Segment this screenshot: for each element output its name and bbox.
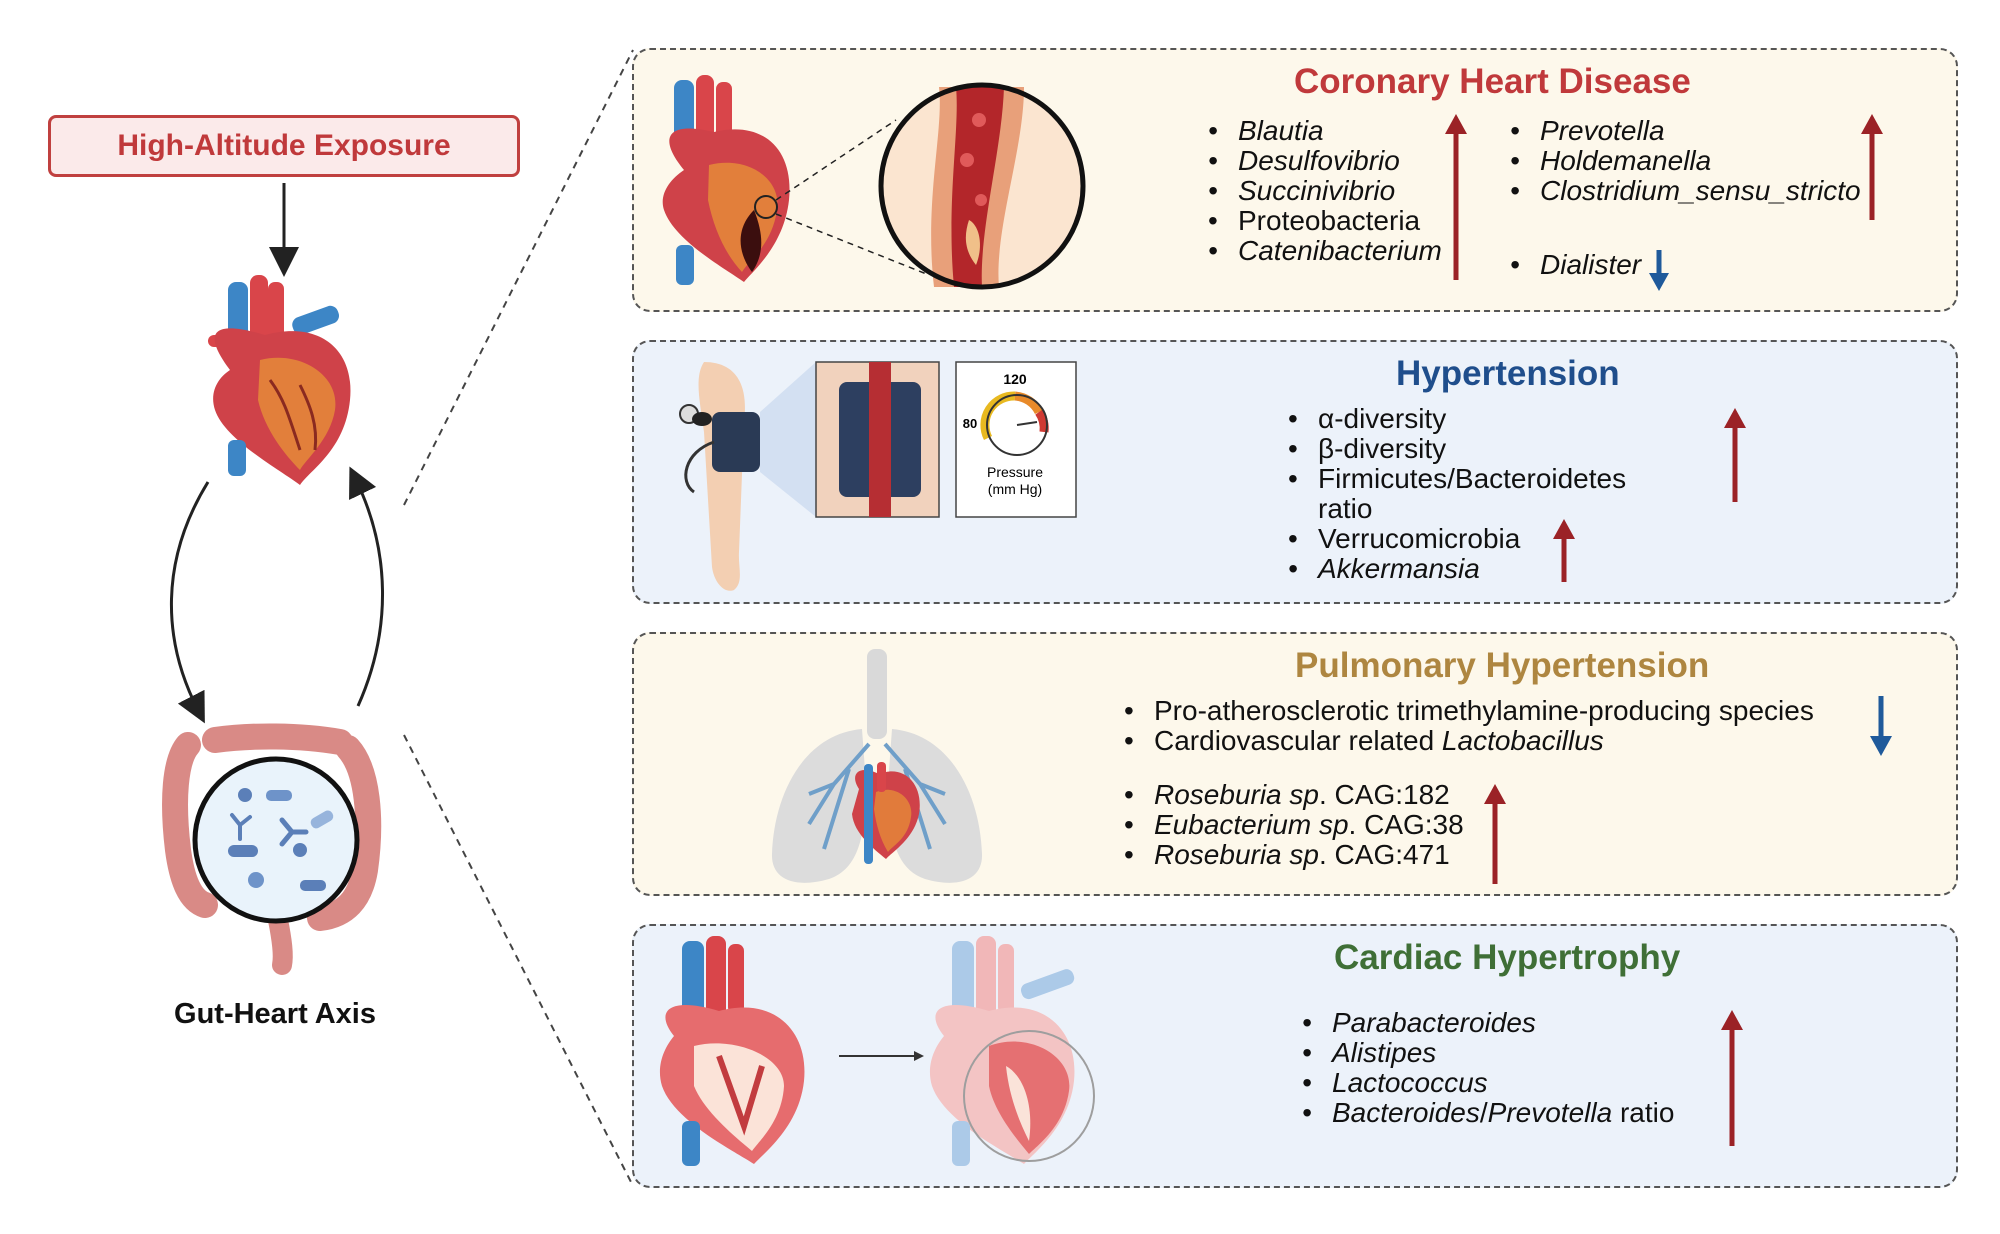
chd-list-2: Prevotella Holdemanella Clostridium_sens…	[1506, 116, 1861, 207]
up-arrow-icon	[1721, 1010, 1743, 1146]
up-arrow-icon	[1445, 114, 1467, 280]
chd-list-3: Dialister	[1506, 250, 1641, 281]
intestine-icon	[162, 723, 382, 975]
heart-to-gut-arrow	[170, 481, 210, 724]
panel-pulmonary-hypertension: Pulmonary Hypertension Pro-atherosclerot…	[632, 632, 1958, 896]
taxon-item: Eubacterium sp. CAG:38	[1120, 809, 1464, 841]
taxon-item: Alistipes	[1298, 1038, 1674, 1069]
taxon-item: Blautia	[1204, 116, 1442, 147]
arrow-right-icon	[839, 1051, 924, 1061]
panel-title: Cardiac Hypertrophy	[1334, 938, 1681, 977]
panel-cardiac-hypertrophy: Cardiac Hypertrophy Parabactero	[632, 924, 1958, 1188]
panel-hypertension: Hypertension 120 80 Pressure (mm Hg)	[632, 340, 1958, 604]
ch-list: Parabacteroides Alistipes Lactococcus Ba…	[1298, 1008, 1675, 1129]
lungs-icon	[771, 649, 983, 883]
ph-list-1: Pro-atherosclerotic trimethylamine-produ…	[1120, 696, 1814, 757]
taxon-strain: . CAG:471	[1318, 839, 1450, 870]
up-arrow-icon	[1553, 519, 1575, 582]
normal-heart-icon	[659, 936, 805, 1166]
taxon-item: Holdemanella	[1506, 146, 1861, 177]
ht-arrows	[1553, 408, 1746, 582]
taxon-genus: Bacteroides	[1332, 1097, 1480, 1128]
gut-heart-axis-label: Gut-Heart Axis	[174, 998, 376, 1030]
taxon-item: Firmicutes/Bacteroidetes	[1284, 464, 1626, 495]
taxon-item: Clostridium_sensu_stricto	[1506, 176, 1861, 207]
taxon-item-continued: ratio	[1318, 493, 1373, 524]
connector-top	[403, 49, 634, 506]
high-altitude-exposure-box: High-Altitude Exposure	[48, 115, 520, 177]
ph-illustration	[771, 649, 983, 883]
taxon-item: Pro-atherosclerotic trimethylamine-produ…	[1120, 696, 1814, 727]
taxon-item: Catenibacterium	[1204, 236, 1442, 267]
cuff-closeup-icon	[815, 361, 940, 518]
taxon-item: Verrucomicrobia	[1284, 524, 1626, 555]
artery-magnifier-icon	[878, 82, 1086, 290]
taxon-item: Roseburia sp. CAG:471	[1120, 839, 1464, 871]
panel-title: Hypertension	[1396, 354, 1620, 393]
connector-bottom	[403, 734, 634, 1187]
taxon-item: Roseburia sp. CAG:182	[1120, 779, 1464, 811]
taxon-genus: Eubacterium sp	[1154, 809, 1349, 840]
taxon-item: Proteobacteria	[1204, 206, 1442, 237]
taxon-text: Cardiovascular related	[1154, 725, 1435, 756]
taxon-item: Cardiovascular related Lactobacillus	[1120, 725, 1814, 757]
ht-illustration: 120 80 Pressure (mm Hg)	[679, 361, 1077, 591]
taxon-item: Prevotella	[1506, 116, 1861, 147]
chd-list-1: Blautia Desulfovibrio Succinivibrio Prot…	[1204, 116, 1442, 267]
taxon-genus: Lactobacillus	[1441, 725, 1604, 756]
gauge-label-2: (mm Hg)	[988, 481, 1042, 497]
taxon-item: Lactococcus	[1298, 1068, 1674, 1099]
heart-icon	[662, 75, 790, 285]
taxon-item: α-diversity	[1284, 404, 1626, 435]
ht-list: α-diversity β-diversity Firmicutes/Bacte…	[1284, 404, 1626, 585]
taxon-item: Bacteroides/Prevotella ratio	[1298, 1097, 1675, 1129]
panel-coronary-heart-disease: Coronary Heart Disease Blautia Desulfovi…	[632, 48, 1958, 312]
ph-arrows	[1484, 696, 1892, 884]
pressure-gauge-icon: 120 80 Pressure (mm Hg)	[955, 361, 1077, 518]
taxon-item: Parabacteroides	[1298, 1008, 1674, 1039]
gut-to-heart-arrow	[349, 466, 384, 707]
taxon-genus: Roseburia sp	[1154, 779, 1319, 810]
up-arrow-icon	[1724, 408, 1746, 502]
panel-title: Pulmonary Hypertension	[1295, 646, 1710, 685]
heart-icon	[208, 275, 351, 485]
taxon-strain: . CAG:182	[1318, 779, 1450, 810]
taxon-separator: /	[1479, 1097, 1488, 1128]
taxon-item: Dialister	[1506, 250, 1641, 281]
up-arrow-icon	[1484, 784, 1506, 884]
chd-arrows	[1445, 114, 1883, 291]
chd-illustration	[662, 75, 1086, 290]
heart-icon	[852, 762, 920, 864]
down-arrow-icon	[1649, 250, 1669, 291]
ph-list-2: Roseburia sp. CAG:182 Eubacterium sp. CA…	[1120, 779, 1464, 871]
gauge-low-label: 80	[963, 416, 977, 431]
down-arrow-icon	[1870, 696, 1892, 756]
taxon-genus: Roseburia sp	[1154, 839, 1319, 870]
up-arrow-icon	[1861, 114, 1883, 220]
ch-arrows	[1721, 1010, 1743, 1146]
high-altitude-exposure-label: High-Altitude Exposure	[117, 129, 451, 162]
arm-cuff-icon	[679, 362, 760, 591]
taxon-suffix: ratio	[1612, 1097, 1675, 1128]
gauge-label-1: Pressure	[987, 464, 1043, 480]
taxon-genus: Prevotella	[1487, 1097, 1613, 1128]
panel-title: Coronary Heart Disease	[1294, 62, 1691, 101]
taxon-item: Akkermansia	[1284, 554, 1626, 585]
taxon-strain: . CAG:38	[1348, 809, 1464, 840]
taxon-item: Succinivibrio	[1204, 176, 1442, 207]
taxon-item: β-diversity	[1284, 434, 1626, 465]
taxon-item: Desulfovibrio	[1204, 146, 1442, 177]
hypertrophic-heart-icon	[929, 936, 1095, 1166]
gauge-high-label: 120	[1003, 371, 1027, 387]
ch-illustration	[659, 936, 1095, 1166]
